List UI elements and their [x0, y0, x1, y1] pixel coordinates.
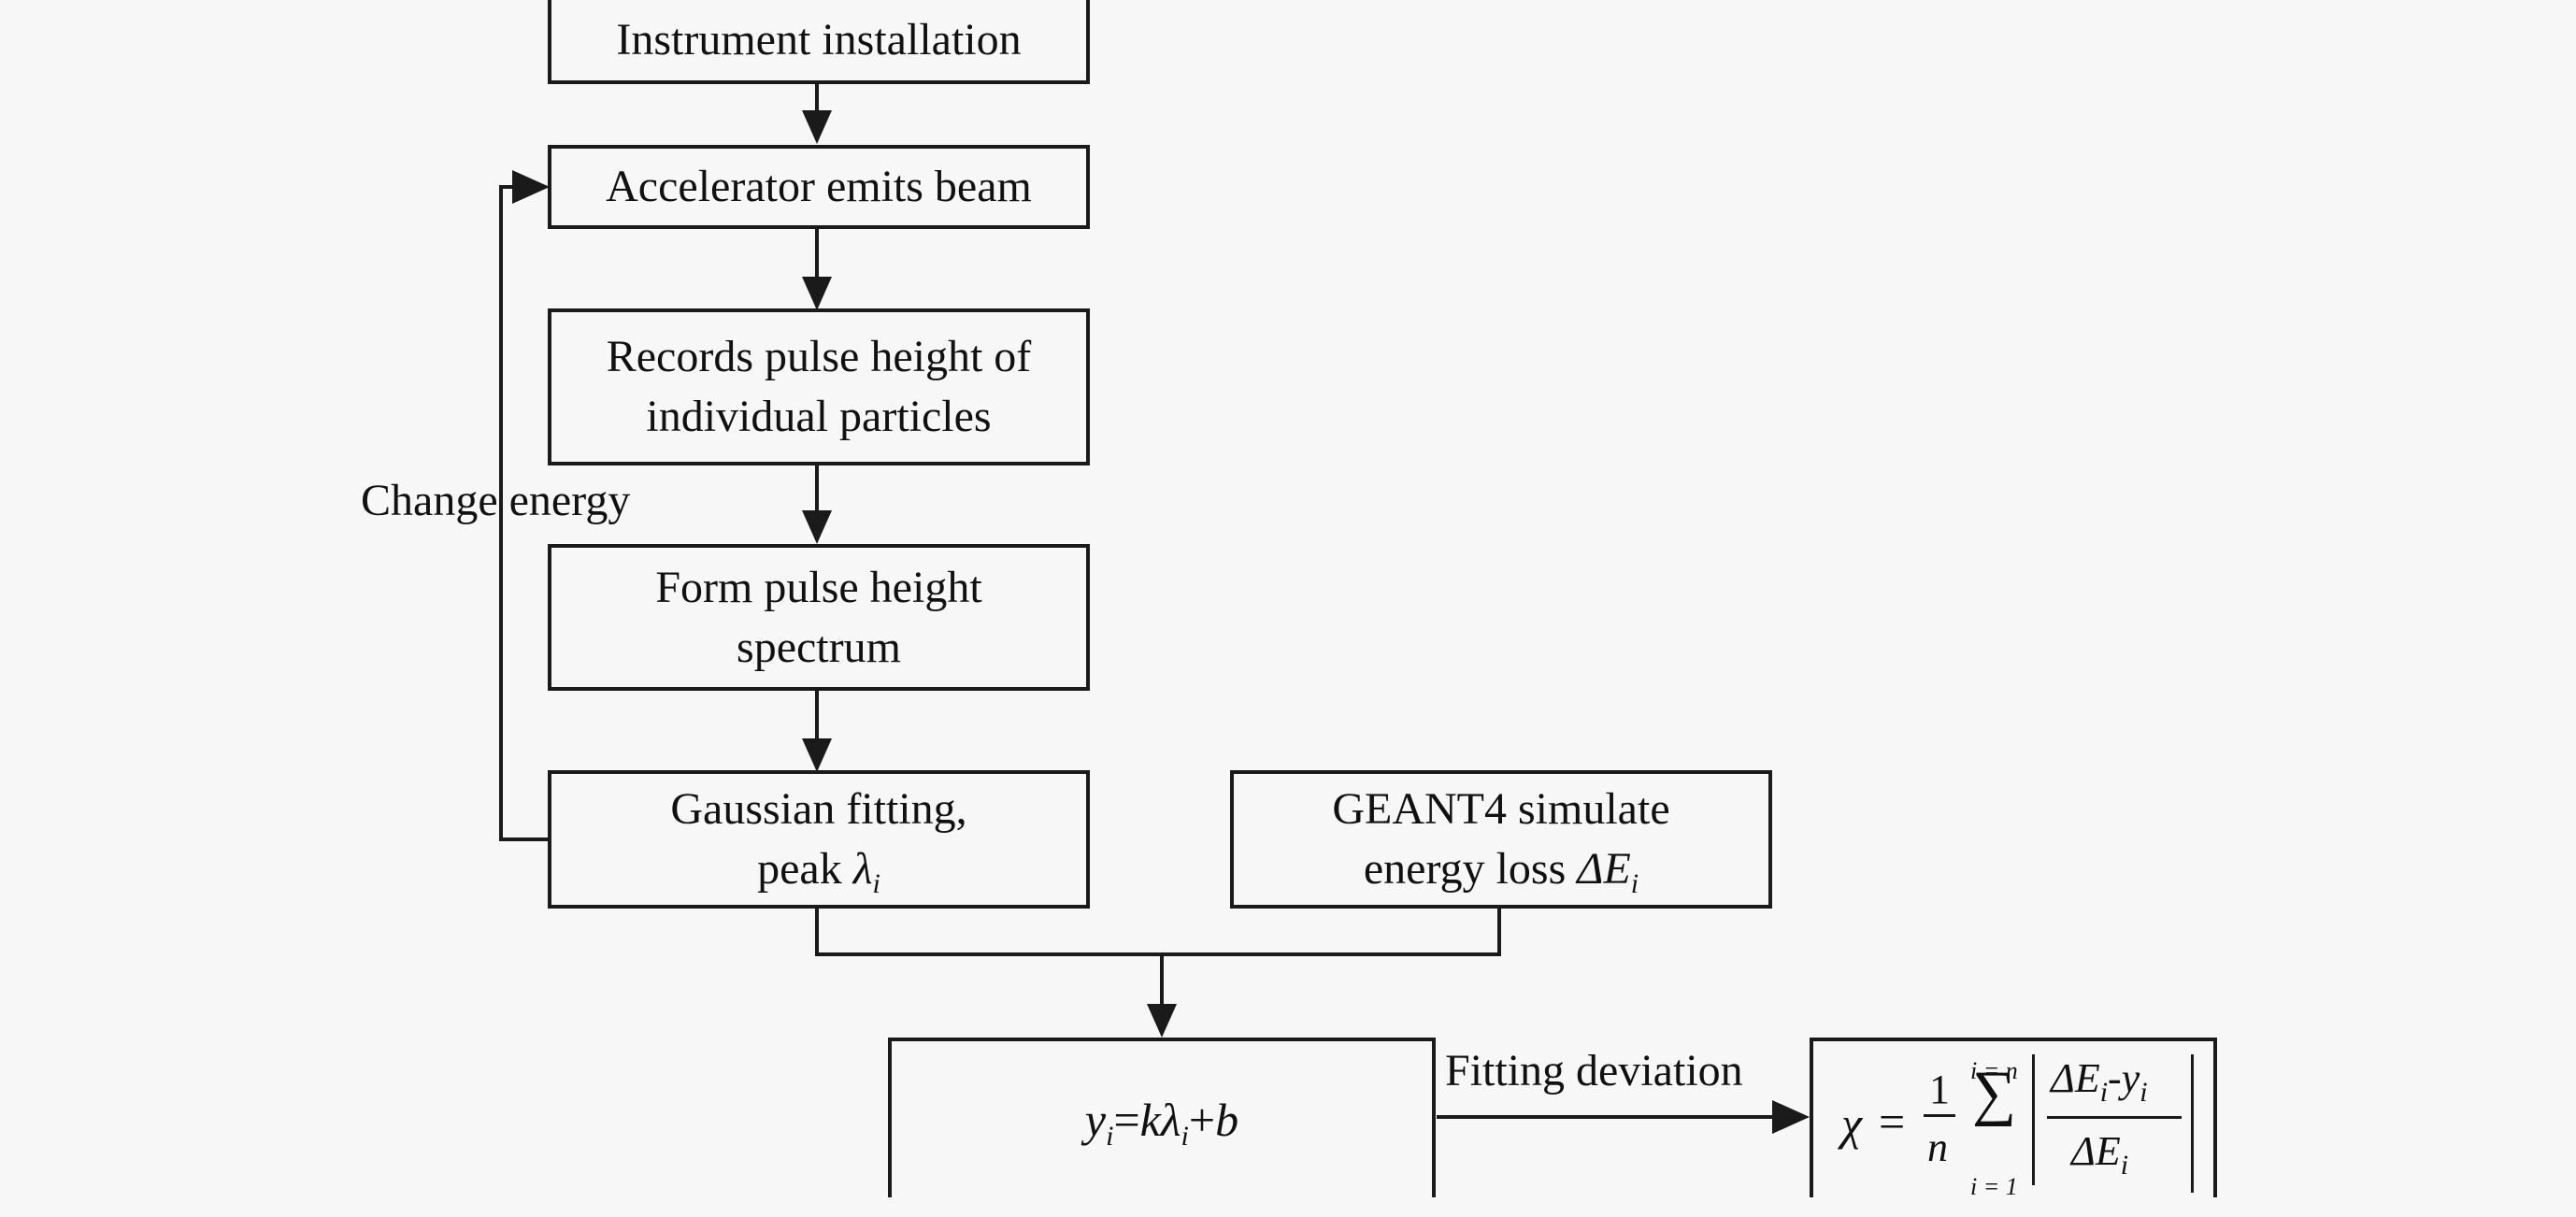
merge-left — [815, 907, 1501, 956]
node-accelerator: Accelerator emits beam — [548, 145, 1090, 229]
abs-bar-left — [2032, 1054, 2035, 1185]
arrowhead-1 — [802, 110, 832, 144]
node-chi-formula: χ = 1 n i = n ∑ i = 1 ΔEi-yi ΔEi — [1810, 1038, 2217, 1200]
chi-formula: χ = 1 n i = n ∑ i = 1 ΔEi-yi ΔEi — [1813, 1041, 2213, 1200]
node-linear-fit: yi=kλi+b — [888, 1038, 1436, 1197]
node-geant-line-1: GEANT4 simulate — [1332, 784, 1670, 834]
node-accelerator-label: Accelerator emits beam — [606, 162, 1032, 211]
fit-b: b — [1215, 1093, 1239, 1146]
arrowhead-2 — [802, 277, 832, 310]
arrowhead-5 — [1147, 1004, 1177, 1038]
loop-change-energy — [499, 185, 548, 841]
node-geant-line-2: energy loss ΔEi — [1364, 839, 1639, 899]
delta-e-symbol: ΔE — [1577, 844, 1631, 894]
node-geant-energy-text: energy loss — [1363, 844, 1578, 894]
node-form-line-1: Form pulse height — [655, 562, 982, 612]
delta-e-subscript: i — [1630, 868, 1639, 899]
numerator: ΔEi-yi — [2051, 1055, 2148, 1108]
fit-k: k — [1139, 1093, 1161, 1146]
frac-n: n — [1927, 1124, 1948, 1170]
fit-y: y — [1084, 1093, 1107, 1146]
fit-equals: = — [1113, 1093, 1140, 1146]
node-gaussian-peak-text: peak — [757, 844, 853, 894]
arrowhead-6 — [1772, 1100, 1810, 1134]
frac-bar-2 — [2047, 1116, 2182, 1119]
edge-label-fitting-deviation: Fitting deviation — [1445, 1046, 1743, 1095]
lambda-symbol: λ — [852, 844, 873, 894]
linear-fit-formula: yi=kλi+b — [1084, 1090, 1239, 1152]
sum-upper: i = n — [1970, 1057, 2018, 1084]
abs-bar-right — [2191, 1054, 2194, 1193]
fit-lambda-sub: i — [1181, 1120, 1189, 1152]
arrowhead-3 — [802, 510, 832, 544]
fit-lambda: λ — [1160, 1093, 1181, 1146]
arrowhead-loop — [512, 170, 550, 204]
node-form-line-2: spectrum — [737, 622, 901, 672]
node-instrument-installation-label: Instrument installation — [616, 15, 1022, 64]
sum-lower: i = 1 — [1970, 1173, 2018, 1200]
node-records-line-1: Records pulse height of — [606, 332, 1032, 381]
edge-label-change-energy: Change energy — [361, 476, 631, 525]
node-form-spectrum: Form pulse height spectrum — [548, 544, 1090, 691]
frac-bar-1 — [1924, 1114, 1955, 1117]
node-gaussian-fitting: Gaussian fitting, peak λi — [548, 770, 1090, 909]
denominator: ΔEi — [2071, 1128, 2129, 1181]
node-geant4-simulation: GEANT4 simulate energy loss ΔEi — [1230, 770, 1772, 909]
frac-one: 1 — [1929, 1067, 1950, 1112]
fit-y-sub: i — [1106, 1120, 1114, 1152]
arrowhead-4 — [802, 738, 832, 772]
node-records-line-2: individual particles — [646, 392, 992, 441]
lambda-subscript: i — [872, 868, 880, 899]
node-instrument-installation: Instrument installation — [548, 0, 1090, 84]
node-gaussian-line-1: Gaussian fitting, — [670, 784, 967, 834]
node-records-pulse-height: Records pulse height of individual parti… — [548, 308, 1090, 465]
chi-symbol: χ — [1841, 1097, 1862, 1150]
node-gaussian-line-2: peak λi — [757, 839, 880, 899]
sum-symbol: ∑ — [1972, 1059, 2017, 1127]
fit-plus: + — [1188, 1093, 1216, 1146]
chi-equals: = — [1879, 1095, 1906, 1148]
